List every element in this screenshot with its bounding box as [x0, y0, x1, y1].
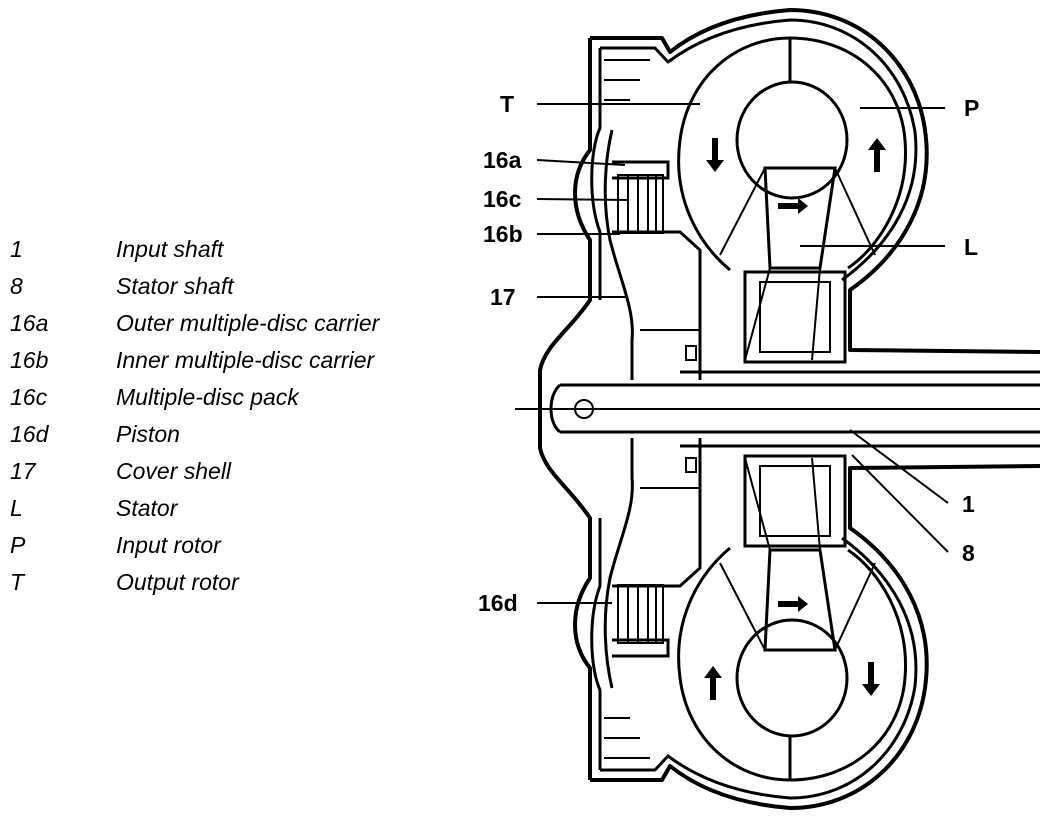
housing-inner-top [600, 18, 918, 282]
leader-lines [536, 103, 949, 604]
legend-row: T Output rotor [10, 569, 460, 601]
arrow-up-icon [704, 666, 722, 700]
housing-ribs [604, 59, 650, 759]
converter-housing [538, 8, 1041, 810]
housing-outer-bottom [590, 464, 1041, 810]
housing-flange [590, 48, 602, 770]
flow-arrows [704, 138, 886, 700]
legend-key: 8 [10, 273, 23, 299]
disc-lines-lower [627, 585, 657, 643]
callout-stator-shaft: 8 [962, 540, 975, 566]
callout-output-rotor: T [500, 91, 514, 117]
legend-key: L [10, 495, 23, 521]
legend-key: P [10, 532, 26, 558]
legend-label: Cover shell [116, 458, 232, 484]
legend-label: Stator shaft [116, 273, 234, 299]
legend-label: Outer multiple-disc carrier [116, 310, 380, 336]
arrow-up-icon [868, 138, 886, 172]
legend-row: L Stator [10, 495, 460, 527]
callout-piston: 16d [478, 590, 518, 616]
stator-hub-inner-lower [759, 465, 831, 537]
outer-disc-carrier-lower [612, 638, 670, 658]
legend-key: 16c [10, 384, 48, 410]
legend-label: Output rotor [116, 569, 239, 595]
housing-inner-bottom [600, 536, 918, 800]
legend-key: T [10, 569, 25, 595]
upper-core-ring [735, 80, 849, 200]
stator-hub-lower [743, 454, 847, 548]
legend-row: 17 Cover shell [10, 458, 460, 490]
arrow-down-icon [706, 138, 724, 172]
inner-disc-carrier-upper [612, 230, 702, 380]
legend-key: 16a [10, 310, 49, 336]
lower-rotor-section [677, 454, 908, 782]
legend-row: 16b Inner multiple-disc carrier [10, 347, 460, 379]
housing-outer-top [590, 8, 1041, 354]
arrow-right-icon [778, 198, 808, 214]
stator-hub-upper [743, 270, 847, 364]
legend-row: 16d Piston [10, 421, 460, 453]
legend-key: 16b [10, 347, 49, 373]
upper-rotor-section [677, 36, 908, 364]
legend-row: 16a Outer multiple-disc carrier [10, 310, 460, 342]
legend-key: 16d [10, 421, 49, 447]
piston [612, 438, 702, 588]
legend-key: 17 [10, 458, 36, 484]
outer-disc-carrier-upper [612, 160, 670, 180]
callout-input-rotor: P [964, 95, 979, 121]
callout-cover-shell: 17 [490, 284, 516, 310]
legend-label: Input rotor [116, 532, 221, 558]
cover-shell [603, 129, 634, 689]
callout-disc-pack: 16c [483, 186, 522, 212]
legend-label: Input shaft [116, 236, 224, 262]
output-rotor-lower-shell [677, 546, 791, 782]
legend-label: Multiple-disc pack [116, 384, 299, 410]
legend-row: 1 Input shaft [10, 236, 460, 268]
legend-row: P Input rotor [10, 532, 460, 564]
stator-blade-lines-lower [719, 457, 876, 651]
arrow-right-icon [778, 596, 808, 612]
legend-row: 16c Multiple-disc pack [10, 384, 460, 416]
legend-key: 1 [10, 236, 23, 262]
shaft-end [549, 383, 562, 434]
legend: 1 Input shaft 8 Stator shaft 16a Outer m… [0, 0, 460, 818]
arrow-down-icon [862, 662, 880, 696]
callout-stator: L [964, 234, 978, 260]
legend-label: Inner multiple-disc carrier [116, 347, 375, 373]
callout-inner-disc-carrier: 16b [483, 221, 523, 247]
disc-lines-upper [627, 175, 657, 233]
callout-input-shaft: 1 [962, 491, 975, 517]
stator-upper [763, 166, 837, 270]
legend-row: 8 Stator shaft [10, 273, 460, 305]
stator-blade-lines-upper [719, 167, 876, 361]
lower-core-ring [735, 618, 849, 738]
shafts [515, 370, 1040, 448]
callout-outer-disc-carrier: 16a [483, 147, 522, 173]
legend-label: Piston [116, 421, 180, 447]
output-rotor-upper-shell [677, 36, 791, 272]
hub-details [640, 329, 701, 489]
lockup-clutch [612, 160, 702, 658]
input-rotor-upper-shell [789, 36, 908, 270]
input-rotor-lower-shell [789, 548, 908, 782]
stator-hub-inner-upper [759, 281, 831, 353]
shaft-bore [574, 399, 594, 419]
legend-label: Stator [116, 495, 178, 521]
